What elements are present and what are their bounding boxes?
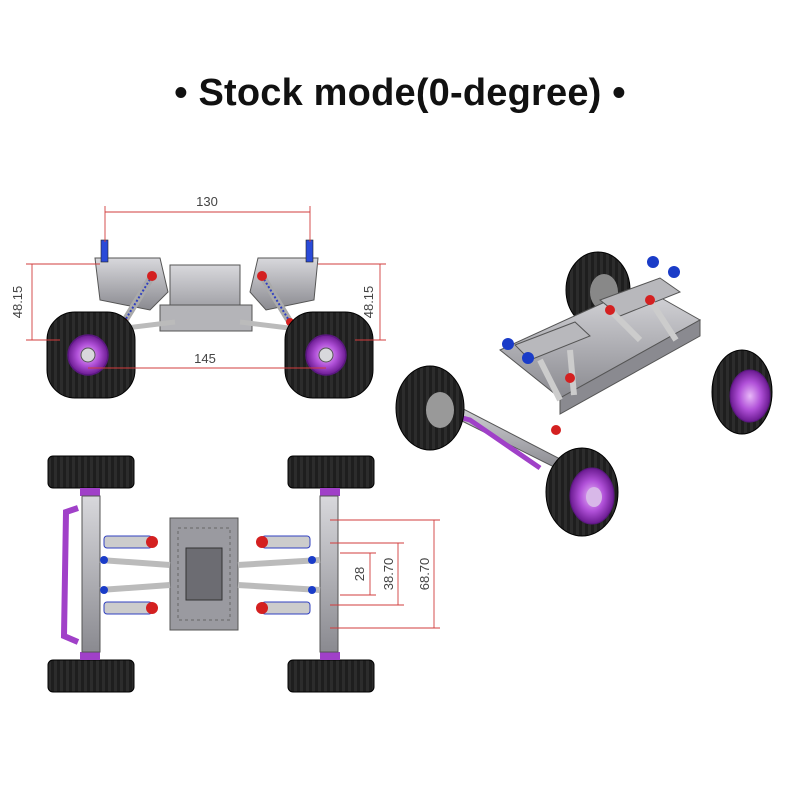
top-axle-left (81, 495, 101, 653)
page-title: • Stock mode(0-degree) • (174, 72, 626, 114)
right-post (305, 239, 314, 263)
front-left-wheel (46, 311, 136, 399)
top-view: 28 38.70 68.70 (47, 455, 440, 693)
iso-post-2 (668, 266, 680, 278)
iso-wheel-back-right (711, 349, 773, 435)
left-shock-tower (94, 257, 169, 311)
left-post (100, 239, 109, 263)
dim-right-height: 48.15 (361, 286, 376, 319)
iso-wheel-front-left (395, 365, 465, 451)
top-wheel-rl (47, 659, 135, 693)
top-wheel-fr (287, 455, 375, 489)
top-shocks (103, 535, 311, 615)
dimension-lines-front (26, 206, 386, 369)
right-shock-tower (249, 257, 319, 311)
steering-link (60, 505, 80, 645)
dim-top-width: 130 (196, 194, 218, 209)
dim-left-height: 48.15 (10, 286, 25, 319)
dimension-lines-top (330, 519, 440, 629)
top-axle-right (319, 495, 339, 653)
chassis-plate (159, 304, 253, 332)
iso-post-4 (522, 352, 534, 364)
top-wheel-rr (287, 659, 375, 693)
front-view: 130 145 48.15 48.15 (10, 194, 386, 399)
isometric-view (395, 251, 773, 537)
iso-post-3 (502, 338, 514, 350)
iso-post-1 (647, 256, 659, 268)
dim-wheel-width: 145 (194, 351, 216, 366)
dim-inner: 28 (352, 567, 367, 581)
top-wheel-fl (47, 455, 135, 489)
iso-wheel-front-right (545, 447, 619, 537)
dim-middle: 38.70 (381, 558, 396, 591)
top-gearbox (185, 547, 223, 601)
front-right-wheel (284, 311, 374, 399)
right-shock (257, 271, 294, 326)
dim-outer: 68.70 (417, 558, 432, 591)
